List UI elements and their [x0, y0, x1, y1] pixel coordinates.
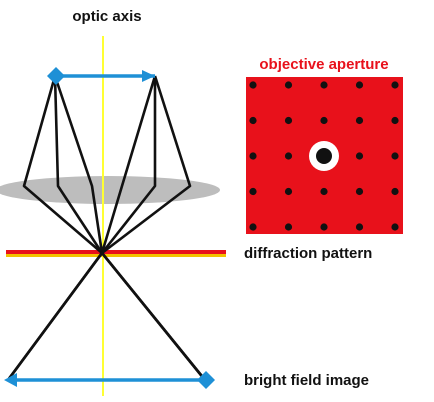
diffraction-spot — [355, 116, 364, 125]
diffraction-spot — [284, 187, 293, 196]
diffraction-spot — [284, 152, 293, 160]
diffraction-spot — [391, 152, 399, 160]
diffraction-spots — [249, 81, 399, 231]
diffraction-spot — [391, 187, 399, 196]
diffraction-spot — [320, 81, 328, 89]
diffraction-spot — [355, 81, 364, 89]
back-focal-plane-red — [6, 250, 226, 254]
central-beam-spot — [316, 148, 332, 164]
ray-left-inner — [53, 75, 207, 381]
diffraction-spot — [249, 81, 257, 89]
diffraction-spot — [284, 81, 293, 89]
back-focal-plane-yellow — [6, 254, 226, 257]
object-arrow-right-head — [142, 70, 155, 82]
diffraction-spot — [320, 223, 328, 231]
diffraction-spot — [249, 152, 257, 160]
diffraction-spot — [355, 152, 364, 160]
diffraction-spot — [284, 223, 293, 231]
optic-axis-label: optic axis — [72, 8, 141, 25]
objective-lens — [0, 176, 220, 204]
diffraction-spot — [391, 223, 399, 231]
bright-field-image-label: bright field image — [244, 372, 369, 389]
diffraction-spot — [249, 223, 257, 231]
image-arrow-left-head — [4, 373, 17, 387]
diffraction-spot — [249, 187, 257, 196]
diffraction-spot — [391, 116, 399, 125]
objective-aperture-label: objective aperture — [259, 56, 388, 73]
ray-left-middle — [53, 75, 207, 381]
diffraction-spot — [391, 81, 399, 89]
diffraction-spot — [284, 116, 293, 125]
diffraction-spot — [320, 116, 328, 125]
light-rays — [6, 75, 207, 381]
diffraction-spot — [320, 187, 328, 196]
diffraction-pattern-label: diffraction pattern — [244, 245, 372, 262]
ray-left-outer — [22, 75, 207, 381]
object-arrow-left-head — [47, 67, 65, 85]
ray-right-outer — [6, 75, 192, 381]
diffraction-spot — [355, 187, 364, 196]
diffraction-spot — [249, 116, 257, 125]
image-arrow-right-head — [197, 371, 215, 389]
diffraction-spot — [355, 223, 364, 231]
